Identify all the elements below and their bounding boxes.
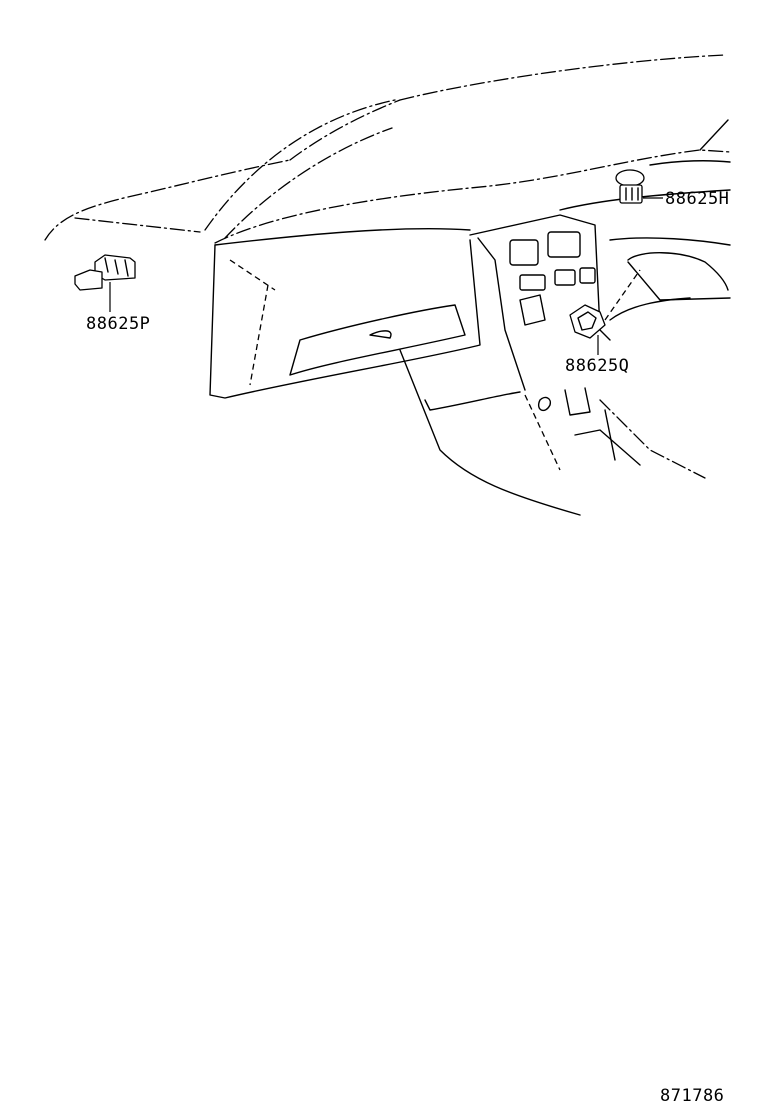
part-label-88625Q: 88625Q: [565, 356, 630, 376]
right-instrument-area: [604, 237, 731, 321]
part-88625P-icon: [74, 254, 136, 312]
illustration-number: 871786: [660, 1086, 725, 1106]
part-label-88625H: 88625H: [665, 189, 730, 209]
part-88625Q-icon: [569, 304, 606, 355]
center-console: [399, 214, 706, 516]
part-88625H-icon: [615, 169, 663, 204]
glove-box: [209, 227, 481, 399]
windshield-outline: [44, 54, 729, 241]
part-label-88625P: 88625P: [86, 314, 151, 334]
